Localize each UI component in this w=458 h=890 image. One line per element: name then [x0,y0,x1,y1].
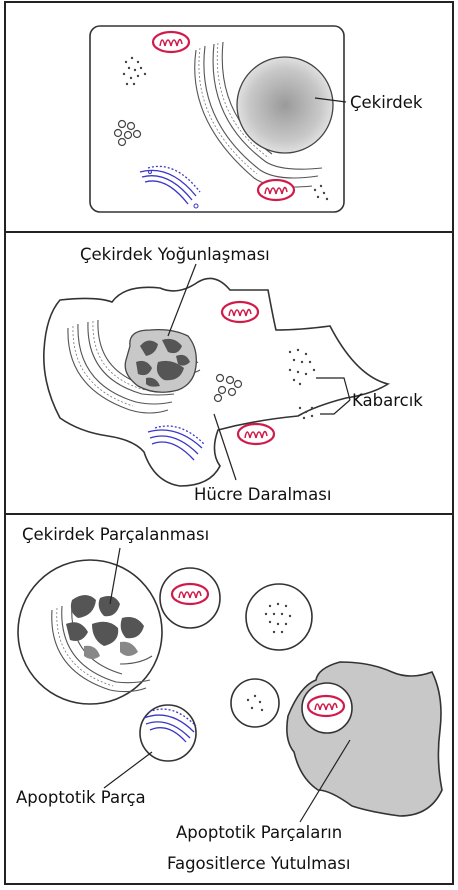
phagocytosis-label-line1: Apoptotik Parçaların [176,823,342,842]
bleb-label: Kabarcık [352,391,423,410]
apoptotic-body-small [231,679,279,727]
mitochondrion [172,584,208,604]
panel-cell-shrinkage: Çekirdek Yoğunlaşması Kabarcık [5,232,453,514]
mitochondrion [308,696,344,716]
nucleus-label: Çekirdek [350,93,423,112]
apoptotic-body-leader [104,752,152,788]
phagocyte [287,662,442,816]
apoptotic-body-golgi [140,705,196,761]
phagocytosis-label-line2: Fagositlerce Yutulması [167,854,350,873]
shrinkage-label: Hücre Daralması [194,485,331,504]
fragmentation-label: Çekirdek Parçalanması [22,525,209,544]
panel-fragmentation: Çekirdek Parçalanması Apoptotik Parça [5,514,453,884]
panel-normal-cell: Çekirdek [5,2,453,232]
apoptotic-body-ribosomes [246,584,312,650]
mitochondrion [238,424,274,444]
apoptotic-body-label: Apoptotik Parça [16,788,146,807]
shrunken-cell-membrane [44,278,388,486]
mitochondrion [153,32,189,52]
mitochondrion [222,302,258,322]
mitochondrion [258,180,294,200]
condensation-label: Çekirdek Yoğunlaşması [80,245,270,264]
nucleus [237,57,333,153]
condensed-nucleus [125,330,196,393]
